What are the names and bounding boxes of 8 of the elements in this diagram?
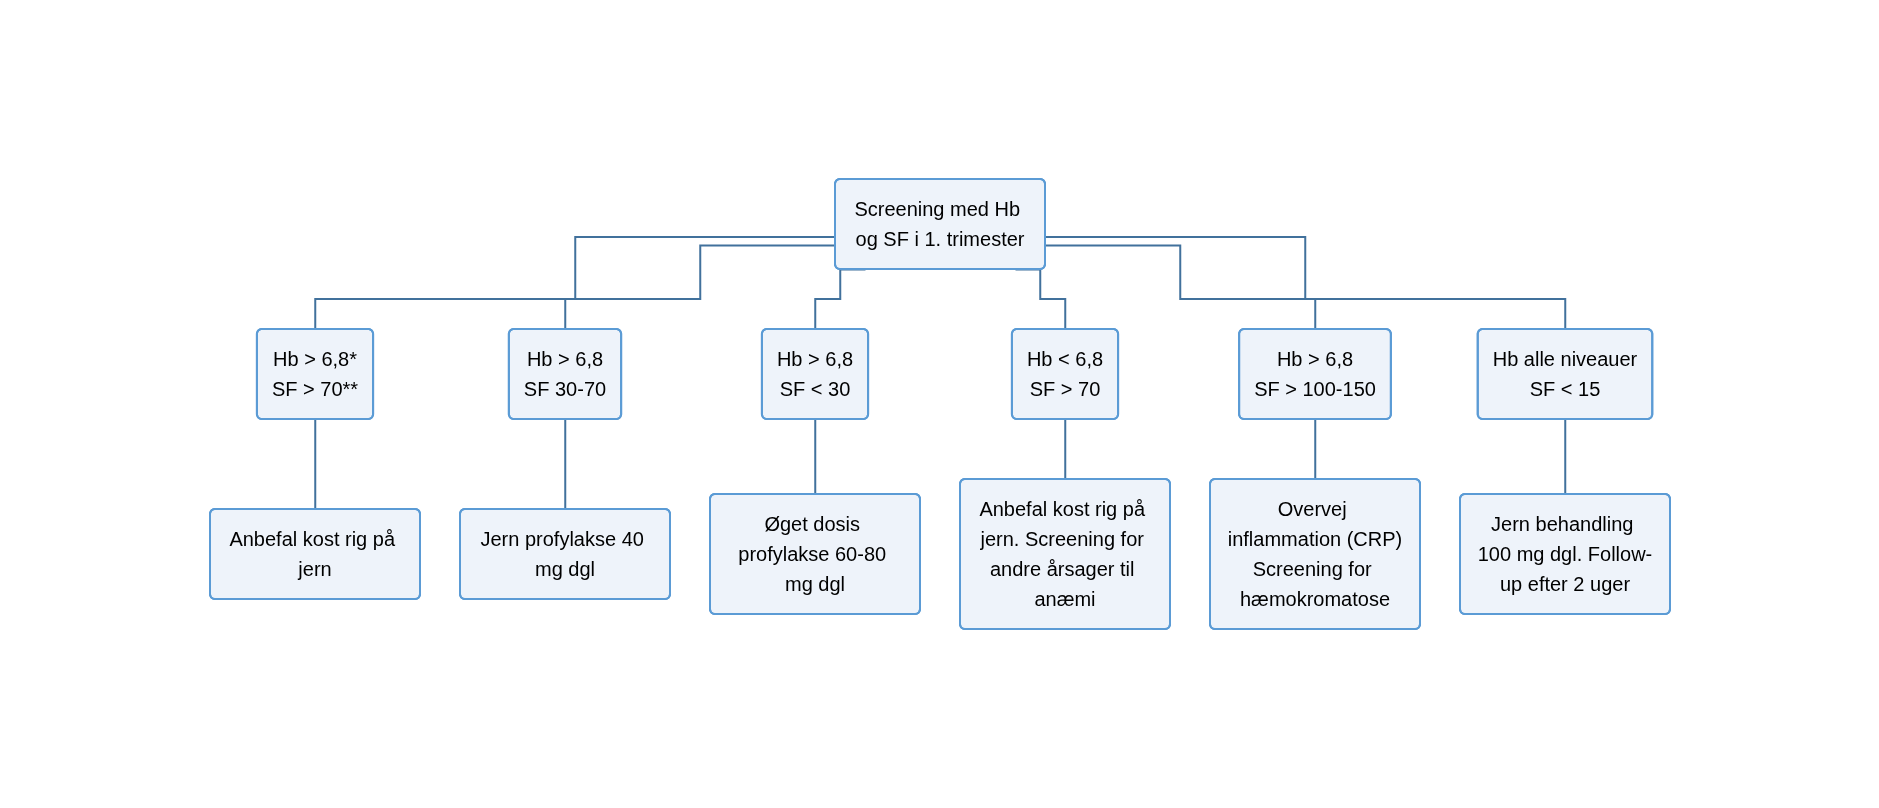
connector [1063,418,1066,481]
connector [813,418,816,496]
connector [563,418,566,511]
connector [1563,418,1566,496]
connector [1044,244,1316,331]
connector [1313,418,1316,481]
connector [1044,236,1566,331]
connector [313,418,316,511]
